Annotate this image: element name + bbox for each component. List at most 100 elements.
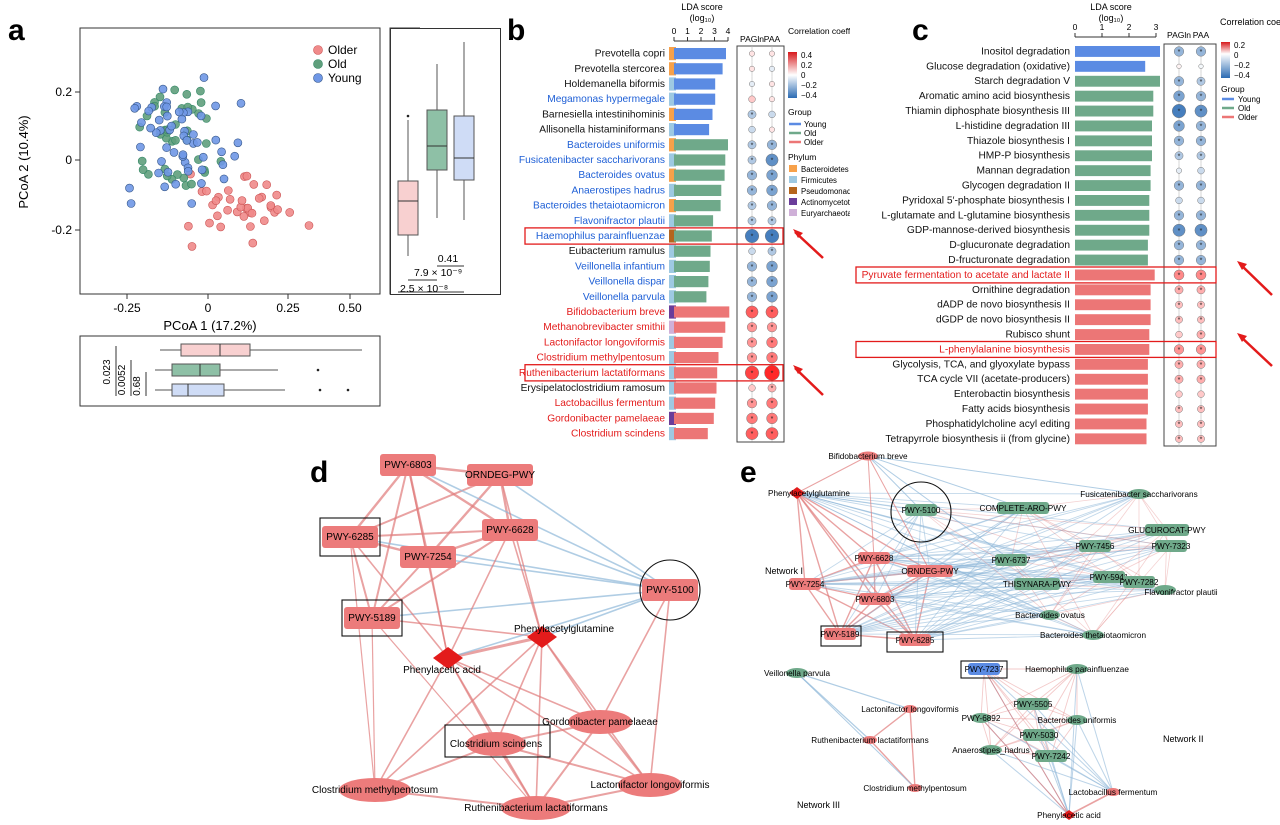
network-edge xyxy=(1049,493,1140,616)
row-label: Methanobrevibacter smithii xyxy=(543,322,665,333)
network-edge xyxy=(914,493,1140,641)
corr-bubble xyxy=(1197,167,1205,175)
sig-star: * xyxy=(1200,49,1203,56)
network-edge xyxy=(1036,493,1140,585)
sig-star: * xyxy=(751,310,754,317)
pcoa-point xyxy=(136,142,145,152)
pcoa-point xyxy=(169,148,179,157)
pcoa-point xyxy=(177,114,187,124)
lda-bar xyxy=(674,154,726,166)
network-edge xyxy=(983,668,1070,816)
lda-bar xyxy=(674,48,726,60)
lda-bar xyxy=(1075,329,1150,340)
row-label: Bacteroides ovatus xyxy=(578,170,665,181)
taxon-node xyxy=(339,778,411,802)
row-label: Clostridium scindens xyxy=(571,429,665,440)
taxon-node xyxy=(971,713,991,723)
corr-bubble xyxy=(1173,76,1185,87)
pval-bottom: 0.0052 xyxy=(117,364,128,395)
sig-star: * xyxy=(1200,302,1203,309)
lda-bar xyxy=(674,63,723,75)
pcoa-point xyxy=(160,182,169,192)
corr-colorbar xyxy=(788,52,797,98)
sig-star: * xyxy=(1200,258,1203,265)
network-node-label: Anaerostipes_hadrus xyxy=(952,746,1029,755)
network-node-label: PWY-6803 xyxy=(856,595,895,604)
row-label: Veillonella dispar xyxy=(589,277,666,288)
network-edge xyxy=(349,536,671,591)
network-edge xyxy=(427,556,671,591)
corr-bubble xyxy=(746,261,758,272)
network-node-label: COMPLETE-ARO-PWY xyxy=(980,504,1067,513)
sig-star: * xyxy=(1178,109,1181,116)
sig-star: * xyxy=(771,203,774,210)
row-label: Enterobactin biosynthesis xyxy=(954,389,1070,400)
sig-star: * xyxy=(1200,123,1203,130)
sig-star: * xyxy=(1200,79,1203,86)
corr-tick: −0.4 xyxy=(1234,71,1250,80)
legend-old: Old xyxy=(328,57,347,71)
corr-bubble xyxy=(1175,420,1183,428)
phylum-swatch xyxy=(669,229,676,243)
pcoa-point xyxy=(196,98,206,107)
highlight-circle xyxy=(890,481,952,543)
corr-bubble xyxy=(1171,104,1187,119)
row-label: Holdemanella biformis xyxy=(564,79,665,90)
network-node-label: PWY-7254 xyxy=(404,552,452,563)
corr-bubble xyxy=(748,384,756,392)
pcoa-point xyxy=(202,186,211,196)
network-edge xyxy=(1010,545,1172,561)
pcoa-point xyxy=(157,157,166,166)
row-label: GDP-mannose-derived biosynthesis xyxy=(907,225,1070,236)
sig-star: * xyxy=(1200,183,1203,190)
pcoa-point xyxy=(262,180,272,189)
pathway-node xyxy=(1123,576,1155,588)
metabolite-node xyxy=(527,626,557,648)
arrow-head xyxy=(793,365,803,374)
lda-bar xyxy=(674,184,722,196)
corr-bubble xyxy=(766,336,778,349)
corr-tick: −0.2 xyxy=(1234,61,1250,70)
sig-star: * xyxy=(1200,109,1203,116)
corr-bubble xyxy=(1196,285,1206,295)
network-node-label: PWY-5941 xyxy=(1090,573,1129,582)
corr-bubble xyxy=(1195,210,1207,221)
network-edge xyxy=(874,598,1094,636)
corr-bubble xyxy=(746,352,758,363)
x-tick: 0 xyxy=(205,301,212,315)
row-label: Prevotella stercorea xyxy=(574,64,665,75)
phylum-swatch xyxy=(669,366,676,380)
sig-star: * xyxy=(1178,94,1181,101)
lda-bar xyxy=(1075,269,1155,281)
lda-bar xyxy=(1075,150,1152,162)
highlight-circle xyxy=(639,559,701,621)
lda-tick: 2 xyxy=(699,26,704,36)
network-node-label: PWY-7237 xyxy=(965,665,1004,674)
network-edge xyxy=(796,672,911,710)
pcoa-point xyxy=(144,106,153,116)
corr-tick: 0.4 xyxy=(801,51,813,60)
network-d-nodes: PWY-6803ORNDEG-PWYPWY-6285PWY-6628PWY-72… xyxy=(312,454,709,820)
network-edge xyxy=(349,536,449,659)
corr-legend-title: Correlation coefficient xyxy=(788,26,850,36)
network-node-label: Veillonella parvula xyxy=(764,669,830,678)
lda-tick: 1 xyxy=(1100,22,1105,32)
network-node-label: Phenylacetic acid xyxy=(1037,811,1101,820)
panel-c-label: c xyxy=(912,14,929,47)
taxon-node xyxy=(908,784,922,792)
lda-unit: (log₁₀) xyxy=(1099,13,1124,23)
network-edge xyxy=(1138,493,1172,547)
pval-right: 2.5 × 10⁻⁸ xyxy=(400,283,448,295)
corr-bubble xyxy=(767,216,777,226)
pcoa-point xyxy=(196,111,206,121)
sig-star: * xyxy=(1178,272,1181,279)
sig-star: * xyxy=(1200,377,1203,384)
lda-bar xyxy=(674,382,717,394)
x-tick: 0.25 xyxy=(276,301,300,315)
pathway-node xyxy=(344,607,400,629)
sig-star: * xyxy=(1200,421,1203,428)
network-i-label: Network I xyxy=(765,566,803,576)
network-edge xyxy=(983,668,1040,736)
network-edge xyxy=(796,492,806,585)
